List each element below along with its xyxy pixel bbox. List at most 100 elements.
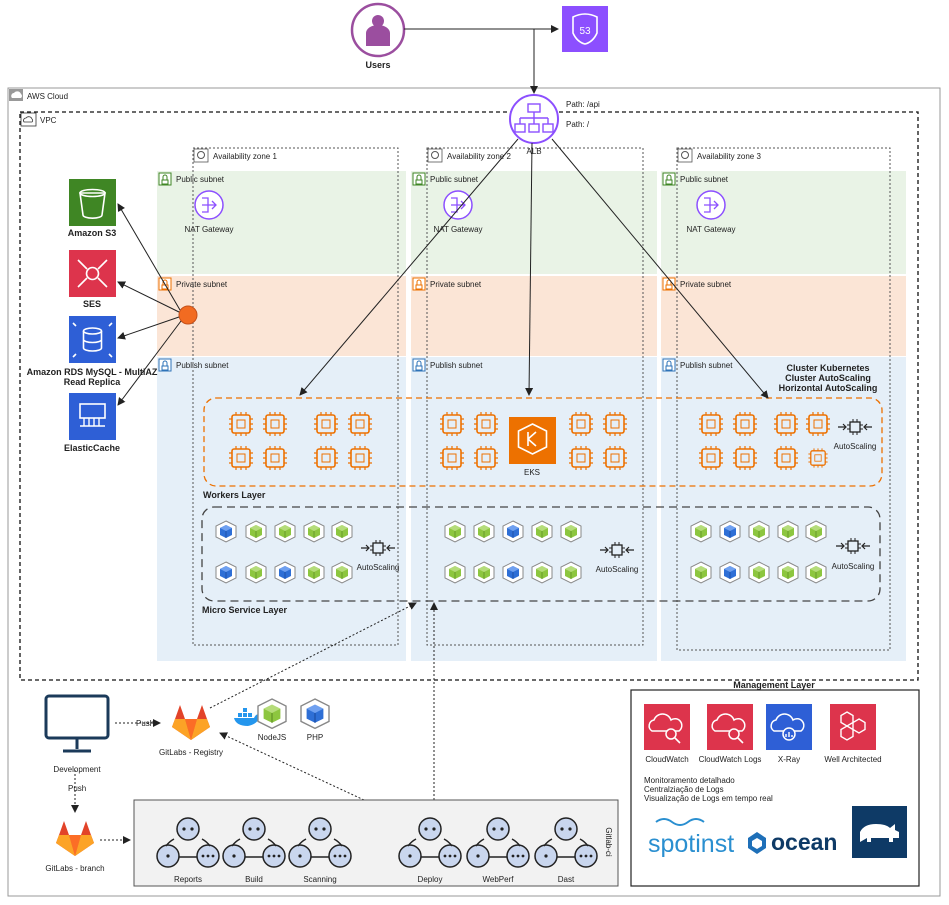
cloudwatch-node[interactable]: CloudWatch	[644, 704, 690, 764]
push-label-branch: Push	[68, 784, 86, 793]
push-label-registry: Push	[136, 719, 154, 728]
x-ray-label: X-Ray	[778, 755, 800, 764]
micro-service-node	[274, 561, 296, 584]
svg-text:Monitoramento detalhado: Monitoramento detalhado	[644, 776, 735, 785]
development-label: Development	[53, 765, 101, 774]
micro-service-node	[690, 520, 712, 543]
autoscaling-label: AutoScaling	[832, 562, 875, 571]
pipeline-stage-label: Build	[245, 875, 263, 884]
micro-service-node	[245, 561, 267, 584]
micro-service-node	[777, 561, 799, 584]
pipeline-stage-label: Reports	[174, 875, 202, 884]
management-notes: Monitoramento detalhado Centralziação de…	[644, 776, 773, 803]
pipeline-stage-reports[interactable]: Reports	[156, 817, 220, 884]
availability-zone-2: Availability zone 2	[426, 147, 644, 646]
autoscaling-icon: AutoScaling	[832, 537, 875, 571]
micro-service-node	[719, 520, 741, 543]
cloudwatch-logs-node[interactable]: CloudWatch Logs	[699, 704, 762, 764]
pipeline-stage-label: Scanning	[303, 875, 336, 884]
rhino-logo	[852, 806, 907, 858]
gitlab-branch-node[interactable]: GitLabs - branch	[45, 821, 105, 873]
public-subnet-az3: Public subnet	[661, 171, 906, 274]
svg-text:Cluster AutoScaling: Cluster AutoScaling	[785, 373, 871, 383]
autoscaling-icon: AutoScaling	[596, 541, 638, 574]
micro-service-node	[245, 520, 267, 543]
nat-gateway-label: NAT Gateway	[686, 225, 735, 234]
availability-zone-label: Availability zone 2	[447, 152, 511, 161]
availability-zone-label: Availability zone 1	[213, 152, 277, 161]
micro-service-node	[560, 520, 582, 543]
alb-node[interactable]: ALB	[509, 94, 559, 156]
pipeline-stage-label: WebPerf	[483, 875, 515, 884]
micro-service-node	[805, 520, 827, 543]
private-subnet-label: Private subnet	[680, 280, 732, 289]
amazon-s3-node[interactable]: Amazon S3	[68, 179, 117, 238]
public-subnet-label: Public subnet	[176, 175, 225, 184]
ses-node[interactable]: SES	[69, 250, 116, 309]
private-subnet-az2: Private subnet	[411, 276, 657, 356]
micro-service-node	[473, 561, 495, 584]
x-ray-node[interactable]: X-Ray	[766, 704, 812, 764]
micro-service-node	[531, 561, 553, 584]
gitlab-registry-label: GitLabs - Registry	[159, 748, 223, 757]
elasticache-node[interactable]: ElasticCache	[64, 393, 120, 453]
public-subnet-label: Public subnet	[430, 175, 479, 184]
amazon-rds-label: Amazon RDS MySQL - MultiAZ	[27, 367, 158, 377]
pipeline-stage-build[interactable]: Build	[222, 817, 286, 884]
public-subnet-az1: Public subnet	[157, 171, 406, 274]
svg-text:Visualização de Logs em tempo: Visualização de Logs em tempo real	[644, 794, 773, 803]
docker-icon	[234, 708, 260, 726]
autoscaling-label: AutoScaling	[357, 563, 400, 572]
pipeline-stage-label: Dast	[558, 875, 575, 884]
private-subnet-az3: Private subnet	[661, 276, 906, 356]
ocean-logo: ocean	[748, 829, 837, 855]
aws-cloud-label: AWS Cloud	[27, 92, 68, 101]
autoscaling-icon: AutoScaling	[834, 418, 876, 451]
cloudwatch-label: CloudWatch	[645, 755, 688, 764]
pipeline-stage-label: Deploy	[418, 875, 443, 884]
micro-service-node	[560, 561, 582, 584]
gitlab-registry-node[interactable]: GitLabs - Registry	[159, 705, 223, 757]
pipeline-stage-scanning[interactable]: Scanning	[288, 817, 352, 884]
nat-gateway-label: NAT Gateway	[184, 225, 233, 234]
micro-service-node	[473, 520, 495, 543]
pipeline-stage-deploy[interactable]: Deploy	[398, 817, 462, 884]
nat-gateway-az2[interactable]: NAT Gateway	[433, 190, 483, 234]
nat-gateway-az1[interactable]: NAT Gateway	[184, 190, 234, 234]
micro-service-node	[531, 520, 553, 543]
micro-service-node	[444, 561, 466, 584]
eks-node[interactable]: EKS	[509, 417, 556, 477]
micro-service-node	[215, 561, 237, 584]
micro-service-node	[444, 520, 466, 543]
publish-subnet-az2: Publish subnet	[411, 357, 657, 661]
users-label: Users	[365, 60, 390, 70]
ses-label: SES	[83, 299, 101, 309]
micro-service-node	[748, 520, 770, 543]
svg-text:Cluster Kubernetes: Cluster Kubernetes	[786, 363, 869, 373]
aws-cloud-container: AWS Cloud	[7, 87, 941, 897]
availability-zone-3: Availability zone 3	[676, 147, 891, 651]
amazon-rds-node[interactable]: Amazon RDS MySQL - MultiAZ Read Replica	[27, 316, 158, 387]
php-label: PHP	[307, 733, 323, 742]
nodejs-node: NodeJS	[257, 698, 287, 742]
gitlab-ci-pipeline: Gitlab-ci	[133, 799, 619, 887]
nat-gateway-az3[interactable]: NAT Gateway	[686, 190, 736, 234]
publish-subnet-label: Publish subnet	[680, 361, 733, 370]
svg-text:ocean: ocean	[771, 829, 837, 855]
well-architected-node[interactable]: Well Architected	[824, 704, 882, 764]
users-node[interactable]: Users	[350, 2, 406, 70]
gitlab-branch-label: GitLabs - branch	[45, 864, 104, 873]
development-node[interactable]: Development	[44, 694, 110, 774]
elasticache-label: ElasticCache	[64, 443, 120, 453]
pipeline-stage-webperf[interactable]: WebPerf	[466, 817, 530, 884]
workers-layer-label: Workers Layer	[203, 490, 266, 500]
private-hub-node	[178, 305, 198, 325]
pipeline-stages: Reports Build Scanning Deploy WebPerf Dast	[156, 817, 598, 884]
eks-label: EKS	[524, 468, 540, 477]
pipeline-stage-dast[interactable]: Dast	[534, 817, 598, 884]
svg-text:Horizontal AutoScaling: Horizontal AutoScaling	[779, 383, 878, 393]
route53-node[interactable]: 53	[562, 6, 608, 52]
alb-path-api: Path: /api	[566, 100, 600, 109]
micro-service-node	[303, 561, 325, 584]
